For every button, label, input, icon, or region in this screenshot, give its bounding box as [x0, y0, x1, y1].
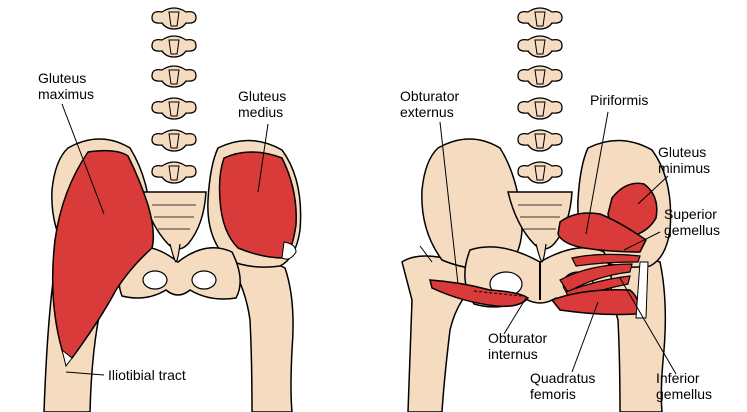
right-lumbar-spine [517, 7, 563, 184]
obturator-externus-muscle [429, 279, 530, 308]
label-gluteus-maximus-line2: maximus [38, 86, 95, 102]
label-quadratus-femoris: Quadratus femoris [530, 370, 595, 402]
label-superior-gemellus-line1: Superior [664, 206, 717, 222]
label-gluteus-minimus-line1: Gluteus [658, 144, 707, 160]
obturator-internus-muscle [559, 263, 633, 293]
left-pelvis-view [43, 7, 302, 412]
label-inferior-gemellus: Inferior gemellus [656, 370, 712, 402]
gluteus-maximus-muscle [51, 149, 155, 360]
label-obturator-externus-line1: Obturator [400, 88, 460, 104]
left-lumbar-spine [151, 7, 197, 184]
superior-gemellus-muscle [571, 253, 641, 267]
label-obturator-externus-line2: externus [400, 104, 454, 120]
label-gluteus-minimus-line2: minimus [658, 160, 711, 176]
label-gluteus-medius: Gluteus medius [238, 88, 286, 120]
label-gluteus-medius-line2: medius [238, 104, 284, 120]
label-gluteus-maximus-line1: Gluteus [38, 70, 87, 86]
right-pelvis-view [401, 7, 677, 412]
left-obturator-foramen-right [191, 270, 217, 290]
left-femur-right [228, 256, 294, 412]
label-piriformis: Piriformis [590, 92, 649, 108]
label-obturator-externus: Obturator externus [400, 88, 459, 120]
label-superior-gemellus-line2: gemellus [664, 222, 721, 238]
label-obturator-internus-line2: internus [488, 346, 538, 362]
iliotibial-tract-band [61, 348, 73, 368]
left-obturator-foramen-left [142, 270, 168, 290]
label-gluteus-medius-line1: Gluteus [238, 88, 287, 104]
label-inferior-gemellus-line1: Inferior [656, 370, 700, 386]
label-obturator-internus-line1: Obturator [488, 330, 548, 346]
label-quadratus-femoris-line2: femoris [530, 386, 576, 402]
piriformis-muscle [557, 212, 647, 253]
label-gluteus-maximus: Gluteus maximus [38, 70, 94, 102]
label-quadratus-femoris-line1: Quadratus [530, 370, 596, 386]
label-obturator-internus: Obturator internus [488, 330, 547, 362]
label-iliotibial-tract: Iliotibial tract [108, 367, 186, 383]
label-inferior-gemellus-line2: gemellus [656, 386, 713, 402]
label-gluteus-minimus: Gluteus minimus [658, 144, 710, 176]
label-superior-gemellus: Superior gemellus [664, 206, 720, 238]
